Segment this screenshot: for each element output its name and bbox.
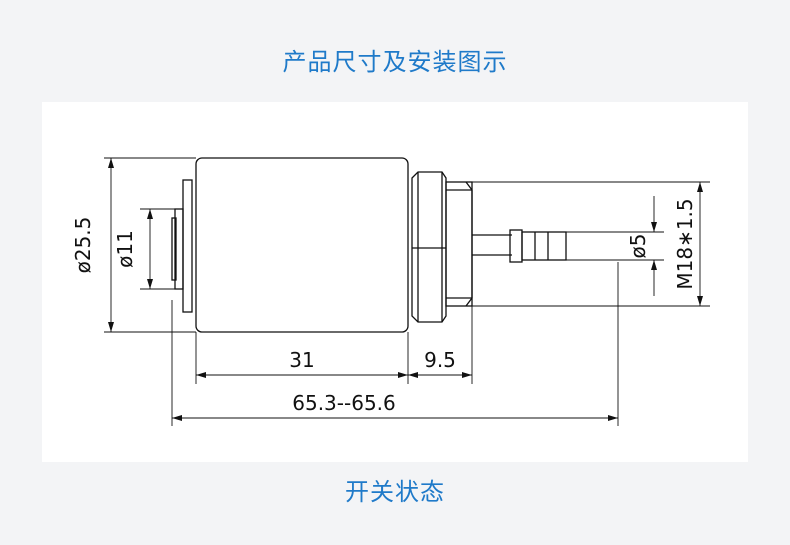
- page-title: 产品尺寸及安装图示: [282, 48, 508, 76]
- flange-plate: [182, 179, 193, 313]
- section-caption: 开关状态: [345, 478, 445, 506]
- dim-nut-length: 9.5: [424, 348, 456, 372]
- sensor-body: [195, 157, 409, 333]
- sensor-face: [171, 217, 177, 281]
- dim-body-length: 31: [289, 348, 314, 372]
- hex-nut: [411, 171, 447, 323]
- drawing-panel: [42, 102, 748, 462]
- dim-outer-diameter: ø25.5: [71, 217, 95, 274]
- dim-total-length: 65.3--65.6: [292, 391, 396, 415]
- dim-probe-diameter: ø5: [626, 234, 650, 259]
- thread-collar: [445, 181, 473, 307]
- probe-tip: [521, 231, 567, 261]
- dim-inner-diameter: ø11: [113, 230, 137, 268]
- dim-thread: M18∗1.5: [673, 198, 697, 289]
- front-face: [174, 208, 184, 290]
